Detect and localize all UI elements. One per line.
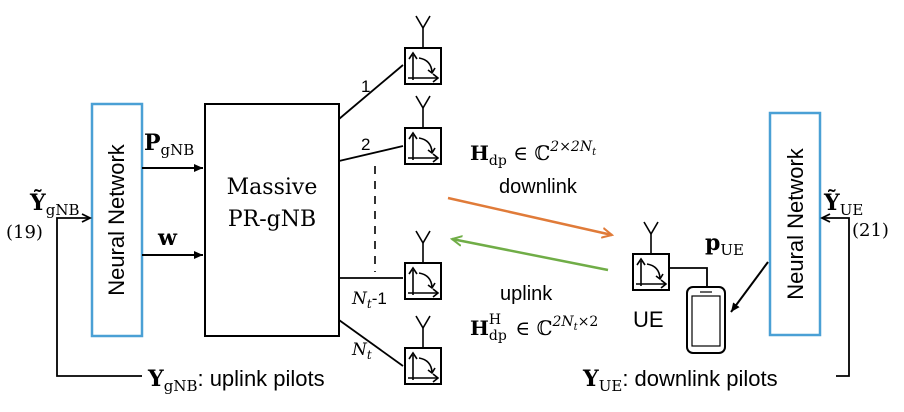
left-nn-label: Neural Network [104,143,129,296]
y-gnb-caption: YgNB: uplink pilots [147,366,325,395]
antenna-1-icon [404,15,442,85]
antenna-label-nt-minus-1: Nt-1 [351,289,387,311]
antenna-2-icon [404,95,442,165]
phone-icon [686,286,726,354]
gnb-label-line1: Massive [227,175,318,200]
h-dp-downlink-label: Hdp ∈ ℂ2×2Nt [470,139,597,169]
antenna-label-2: 2 [361,135,370,154]
downlink-arrow [447,196,612,235]
left-feedback-line [56,217,142,377]
uplink-arrow [452,239,609,272]
antenna-label-nt: Nt [351,340,372,362]
p-gnb-label: PgNB [144,130,194,159]
antenna-nt-minus-1-icon [404,230,442,300]
y-tilde-gnb-label: ỸgNB [29,189,79,219]
p-ue-arrow [730,261,769,313]
downlink-label: downlink [499,176,578,198]
right-neural-network: Neural Network [768,111,822,337]
feed-line-4 [338,319,404,367]
antenna-label-1: 1 [361,77,370,96]
ue-antenna-icon [632,221,670,291]
gnb-box: Massive PR-gNB [204,103,340,337]
h-dp-uplink-label: HdpH ∈ ℂ2Nt×2 [470,312,598,344]
left-neural-network: Neural Network [90,102,144,338]
y-ue-caption: YUE: downlink pilots [582,366,778,395]
ue-label: UE [633,307,664,332]
eq-ref-21: (21) [852,220,889,241]
antenna-nt-icon [404,315,442,385]
feed-line-2 [338,145,404,162]
eq-ref-19: (19) [6,222,43,243]
right-nn-label: Neural Network [783,147,808,300]
gnb-label-line2: PR-gNB [228,207,316,232]
y-tilde-ue-label: ỸUE [823,189,863,219]
right-feedback-line [822,217,850,377]
feed-line-1 [338,64,404,120]
p-ue-label: pUE [705,230,744,259]
w-label: w [157,225,178,251]
ue-connector-line [669,267,708,287]
uplink-label: uplink [500,283,553,305]
